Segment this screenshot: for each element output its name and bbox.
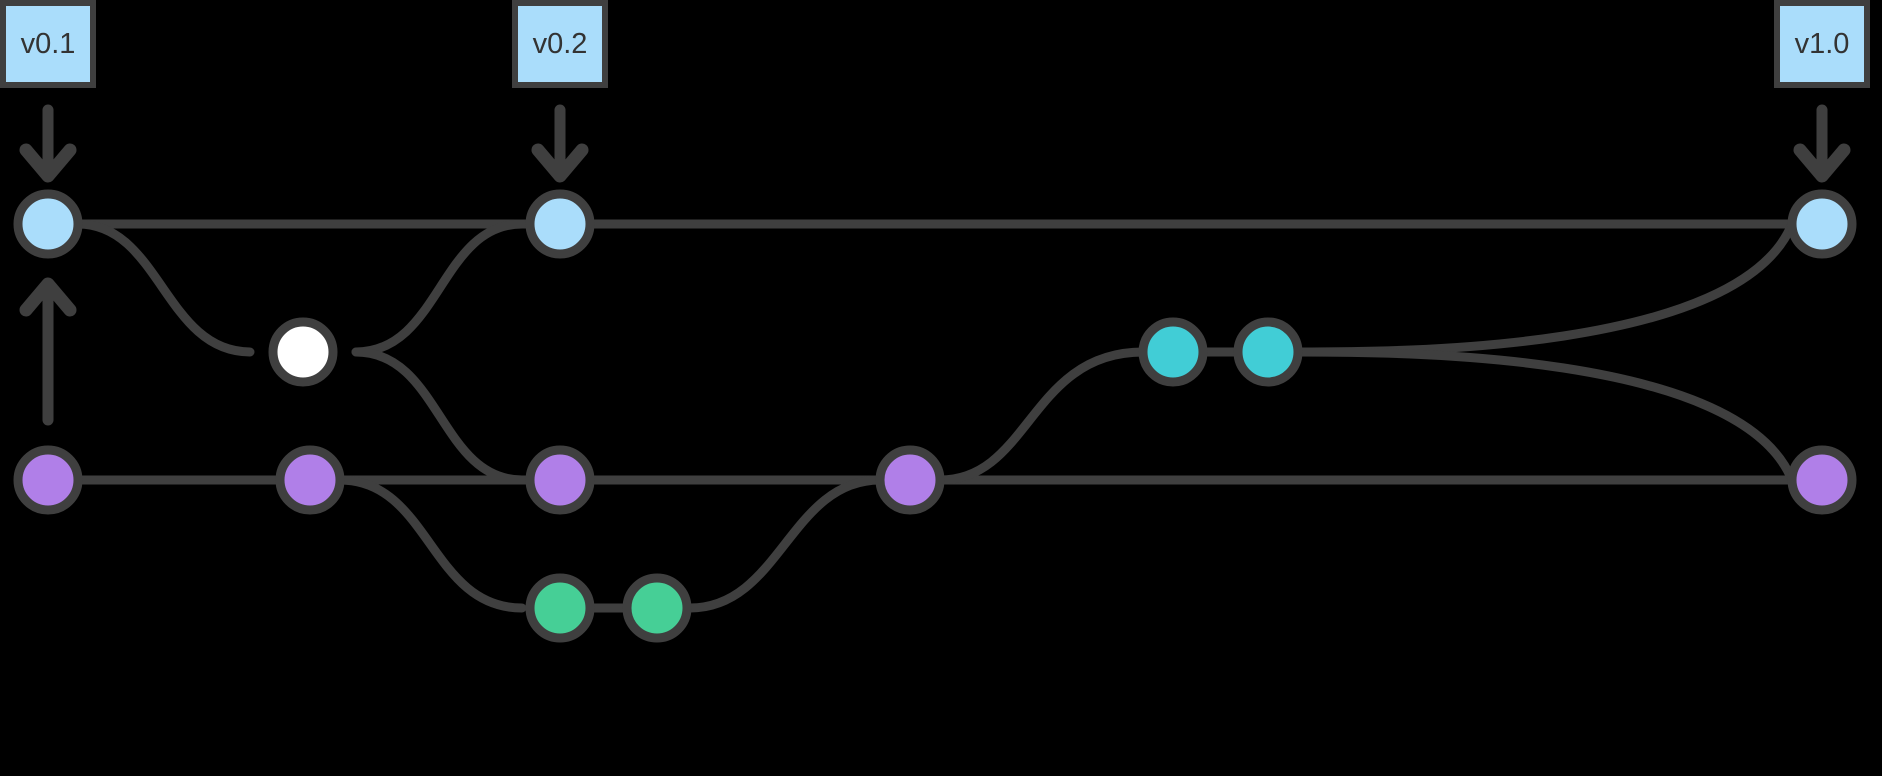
main-commit-2[interactable] — [275, 445, 345, 515]
tag-arrow-layer — [19, 104, 1851, 183]
merge-h2-down-to-m5 — [1293, 347, 1797, 485]
main-commit-5[interactable] — [1787, 445, 1857, 515]
branch-m2-down-to-t1 — [335, 475, 527, 613]
tag-text: v1.0 — [1794, 27, 1850, 60]
tag-arrow-v0-1 — [19, 104, 77, 183]
main-commit-3[interactable] — [525, 445, 595, 515]
branch-r1-down-to-f1 — [73, 219, 255, 357]
tag-label-v0-1[interactable]: v0.1 — [0, 0, 96, 88]
tag-arrow-v1-0 — [1793, 104, 1851, 183]
arrow-head — [531, 143, 589, 183]
main-commit-4[interactable] — [875, 445, 945, 515]
topic-commit-1[interactable] — [525, 573, 595, 643]
hotfix-commit-2[interactable] — [1233, 317, 1303, 387]
tag-label-v1-0[interactable]: v1.0 — [1774, 0, 1870, 88]
merge-t2-up-to-m4 — [685, 475, 885, 613]
release-commit-1[interactable] — [13, 189, 83, 259]
tag-text: v0.2 — [532, 27, 588, 60]
topic-commit-2[interactable] — [622, 573, 692, 643]
hotfix-commit-1[interactable] — [1138, 317, 1208, 387]
branch-m4-up-to-h1 — [935, 347, 1148, 485]
branch-arrow-main-to-release — [19, 277, 77, 426]
arrow-head — [1793, 143, 1851, 183]
tag-text: v0.1 — [20, 27, 76, 60]
branch-f1-down-to-main — [351, 347, 527, 485]
release-commit-3[interactable] — [1787, 189, 1857, 259]
feature-commit-white[interactable] — [268, 317, 338, 387]
edge-layer — [43, 219, 1827, 613]
release-commit-2[interactable] — [525, 189, 595, 259]
merge-h2-up-to-r3 — [1293, 219, 1797, 357]
main-commit-1[interactable] — [13, 445, 83, 515]
arrow-head — [19, 143, 77, 183]
tag-label-v0-2[interactable]: v0.2 — [512, 0, 608, 88]
commit-node-layer — [13, 189, 1857, 643]
arrow-head — [19, 277, 77, 317]
branch-arrow-layer — [19, 277, 77, 426]
merge-f1-up-to-r2 — [351, 219, 527, 357]
tag-arrow-v0-2 — [531, 104, 589, 183]
